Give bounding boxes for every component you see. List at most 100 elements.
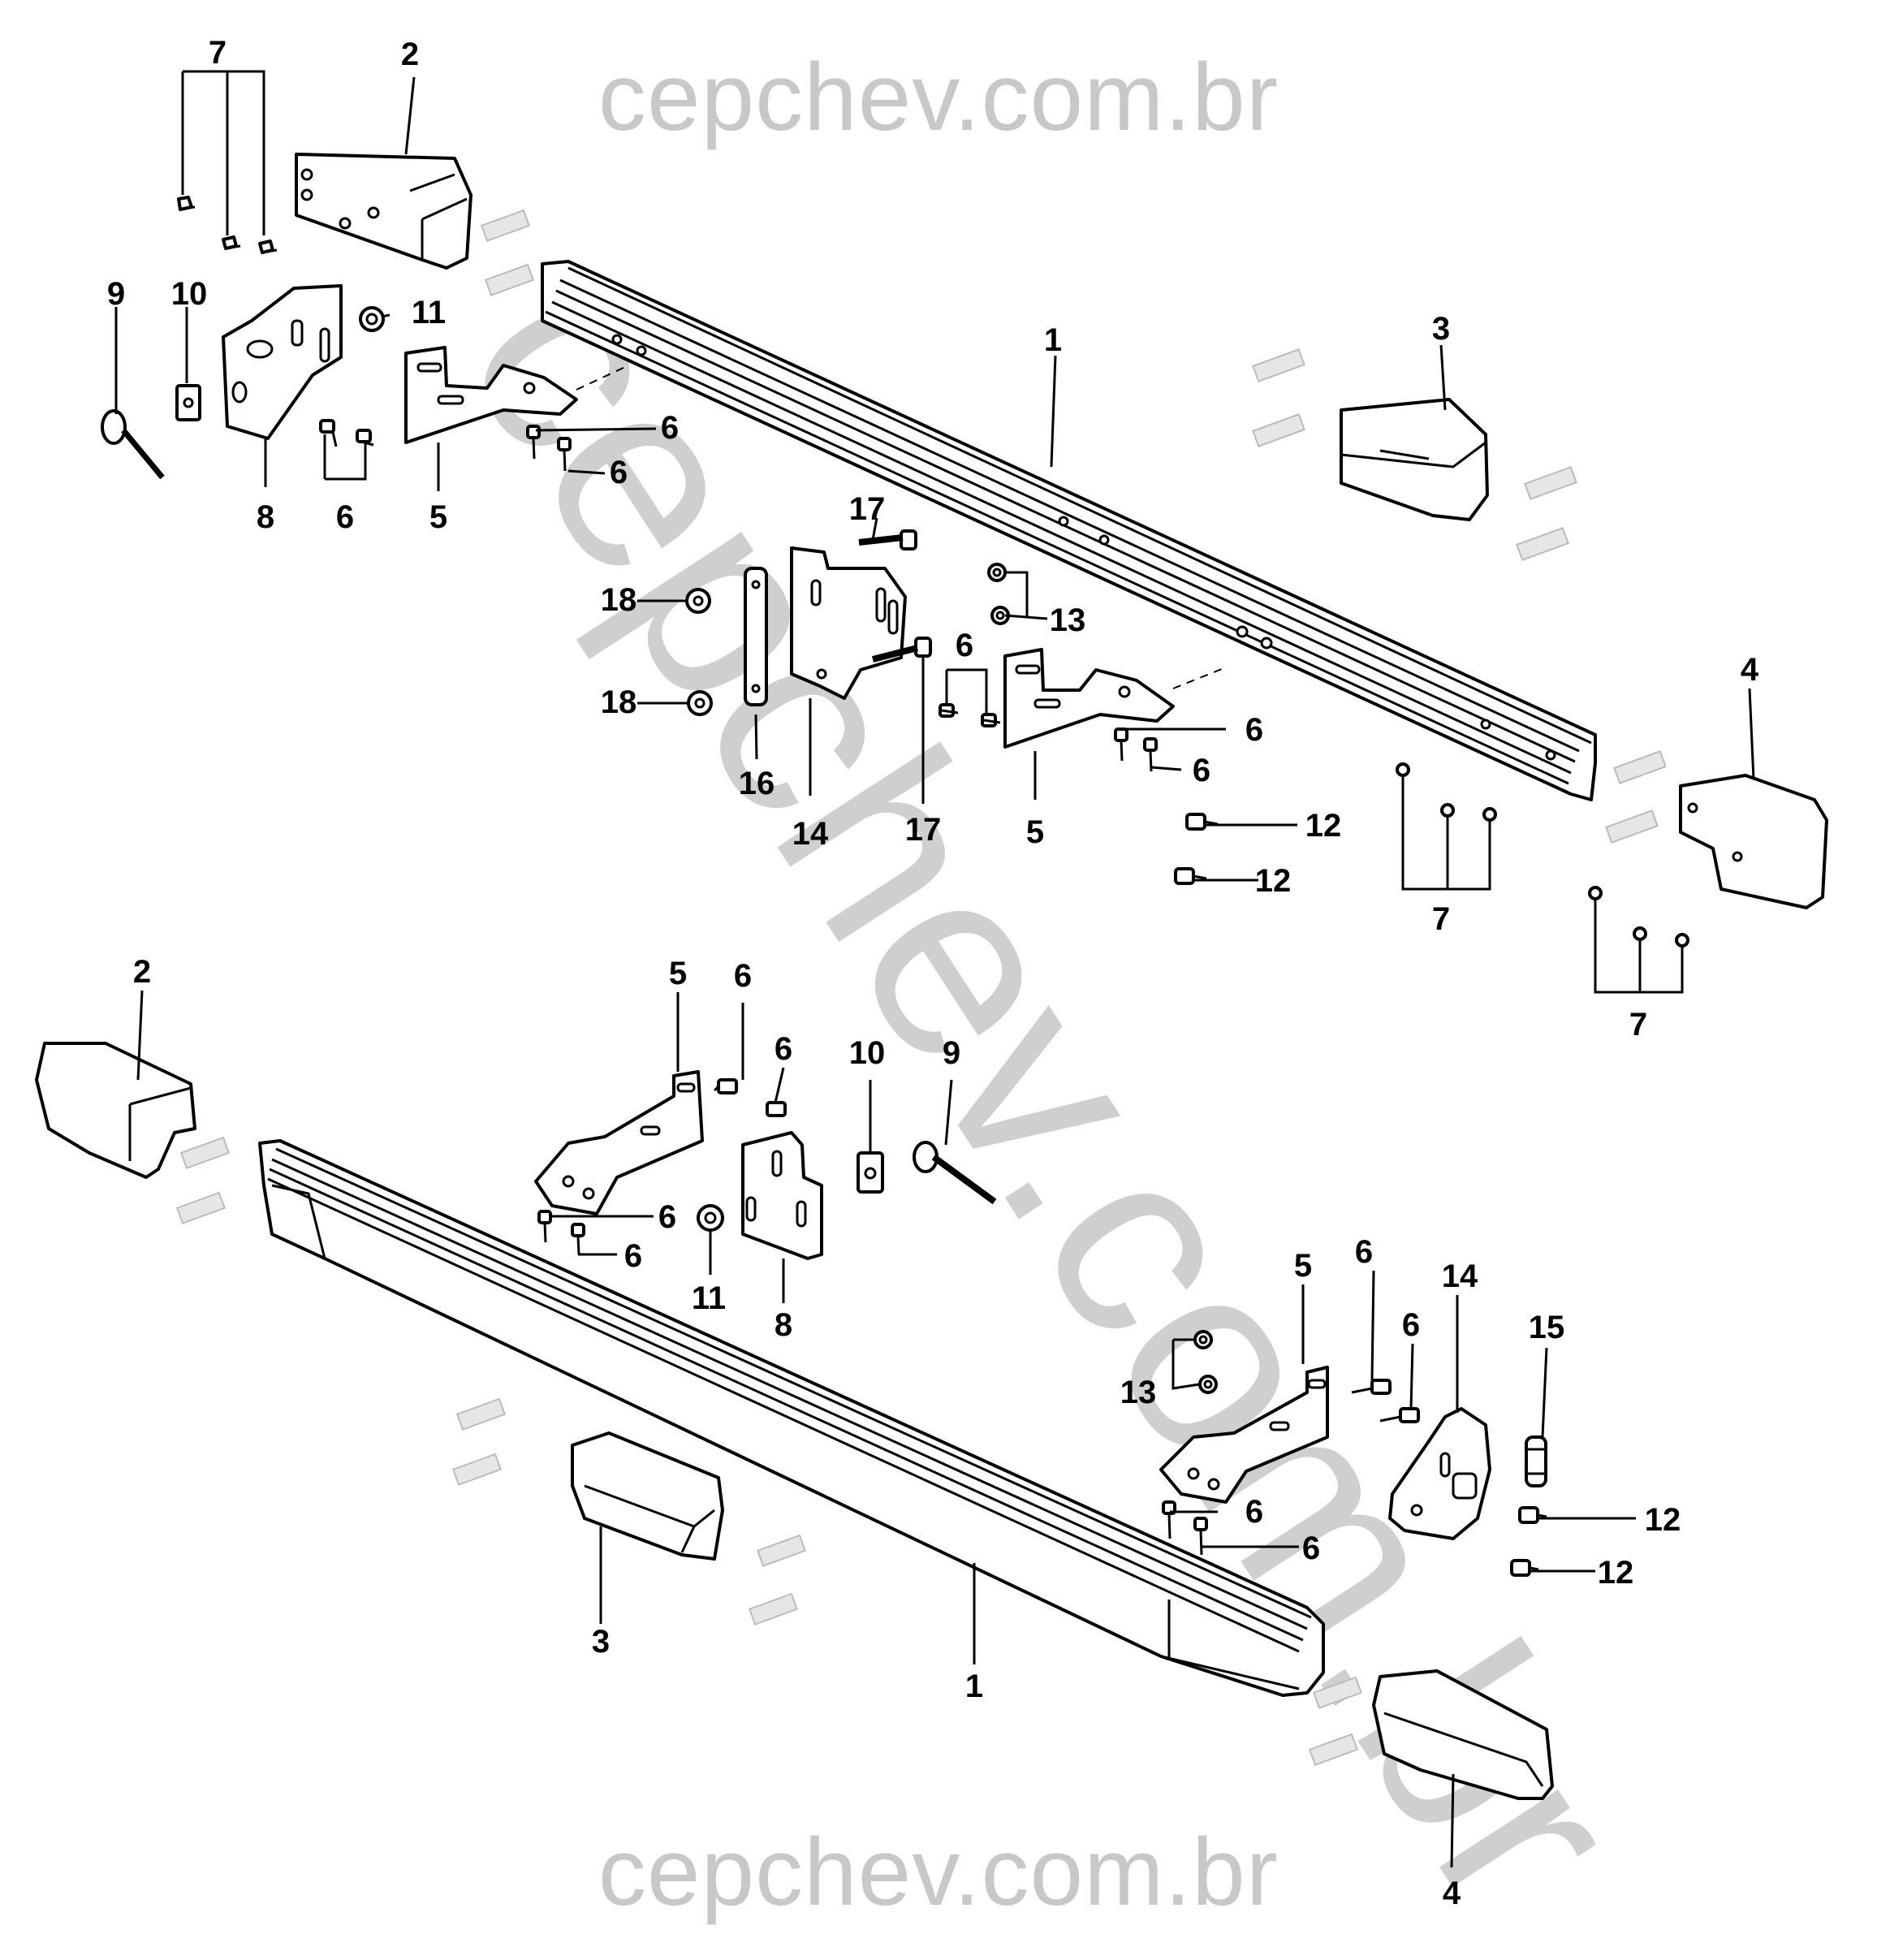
callout-6-bottom-b: 6 [775,1031,792,1067]
fastener-7-screw-e [1440,803,1455,818]
callout-6-top-c: 6 [610,455,628,490]
part-8-plate-bottom [741,1131,823,1260]
fastener-6-bolt-b2 [766,1101,787,1117]
callout-12-bottom-a: 12 [1645,1502,1681,1538]
fastener-6-bolt-b4 [571,1223,585,1255]
fastener-6-bolt-b6 [1379,1407,1420,1423]
callout-5-top-left: 5 [429,499,447,535]
fastener-13-nut-d [1198,1375,1218,1394]
callout-7-top-right: 7 [1629,1007,1647,1043]
callout-8-bottom: 8 [775,1307,792,1343]
fastener-18-nut-a [685,588,711,614]
part-4-end-cap-bottom [1372,1669,1554,1800]
part-3-sleeve-top [1340,398,1489,521]
callout-17-top-b: 17 [905,812,942,848]
callout-5-bottom-right: 5 [1294,1248,1312,1284]
part-2-end-cap-bottom [35,1042,196,1179]
callout-3-bottom: 3 [592,1624,610,1660]
callout-6-bottom-e: 6 [1355,1234,1373,1270]
callout-11-top: 11 [412,295,446,330]
fastener-17-bolt-b [872,637,932,663]
part-1-running-board-bottom [258,1139,1325,1697]
callout-1-top: 1 [1044,322,1062,358]
callout-14-top: 14 [792,816,829,852]
callout-labels: 7 2 9 10 11 8 6 5 6 6 1 3 17 18 18 13 6 … [107,35,1759,1911]
callout-2-bottom: 2 [133,954,151,990]
callout-11-bottom: 11 [692,1280,726,1316]
fastener-10-nut-top [175,384,201,421]
fastener-7-screw-g [1588,886,1603,900]
fastener-7-screw-f [1482,807,1497,822]
callout-7-top-left: 7 [209,35,227,71]
callout-6-top-a: 6 [336,499,354,535]
callout-6-top-d: 6 [956,628,973,663]
fastener-17-bolt-a [858,529,917,550]
callout-4-top: 4 [1741,652,1759,688]
callout-15-bottom: 15 [1529,1310,1565,1345]
callout-10-bottom: 10 [849,1035,886,1071]
callout-1-bottom: 1 [965,1669,983,1704]
fastener-6-bolt-t8 [1143,737,1158,772]
fastener-7-screw-h [1633,926,1647,941]
fastener-9-pin-top [101,409,165,480]
part-14-bracket-bottom [1388,1407,1491,1540]
fastener-12-bolt-a [1185,813,1219,831]
callout-18-top-b: 18 [601,684,637,720]
leader-lines [114,70,1755,1868]
fastener-6-bolt-b7 [1162,1500,1176,1539]
callout-9-top: 9 [107,276,125,312]
part-15-strap-bottom [1525,1435,1547,1487]
callout-14-bottom: 14 [1442,1258,1478,1294]
fastener-6-bolt-b1 [713,1078,738,1094]
fastener-12-bolt-c [1518,1506,1547,1524]
callout-6-bottom-f: 6 [1402,1307,1420,1343]
callout-12-top-a: 12 [1305,808,1342,844]
callout-6-bottom-g: 6 [1245,1494,1263,1530]
fastener-18-nut-b [687,690,713,716]
fastener-7-screw-b [222,235,241,250]
callout-3-top: 3 [1432,311,1450,347]
callout-6-top-f: 6 [1193,753,1210,788]
part-2-end-cap-top [295,153,472,270]
fastener-13-nut-c [1193,1330,1213,1349]
fastener-6-bolt-t7 [1114,727,1128,762]
callout-12-top-b: 12 [1255,863,1292,899]
fastener-10-nut-bottom [857,1151,884,1194]
part-5-bracket-top-right [1003,648,1175,749]
fastener-9-pin-bottom [913,1141,997,1205]
callout-5-top-right: 5 [1026,814,1044,850]
callout-6-top-e: 6 [1245,712,1263,748]
fastener-12-bolt-d [1510,1559,1539,1577]
callout-2-top: 2 [401,37,419,72]
part-1-running-board-top [541,260,1597,801]
part-16-strap-top [744,567,768,706]
hatch-marks-top [480,209,1667,844]
part-3-sleeve-bottom [571,1431,724,1561]
fastener-11-nut-top [359,306,385,332]
part-5-bracket-top-left [404,346,578,444]
fastener-7-screw-c [258,240,278,254]
part-5-bracket-bottom-left [534,1070,704,1215]
part-14-bracket-top [790,546,907,700]
part-5-bracket-bottom-right [1159,1366,1329,1504]
callout-10-top: 10 [171,276,208,312]
callout-7-top-mid: 7 [1432,901,1450,937]
callout-6-bottom-a: 6 [734,958,752,994]
fastener-7-screw-a [177,196,196,211]
callout-8-top: 8 [257,499,274,535]
fastener-6-bolt-t4 [557,437,572,472]
callout-16-top: 16 [739,766,775,801]
hatch-marks-bottom [175,1136,1363,1766]
callout-17-top-a: 17 [849,491,886,527]
callout-18-top-a: 18 [601,582,637,618]
fastener-11-nut-bottom [697,1204,724,1232]
callout-5-bottom-left: 5 [669,956,687,991]
fastener-6-bolt-b5 [1351,1379,1392,1395]
callout-6-bottom-c: 6 [658,1199,676,1235]
part-4-end-cap-top [1679,774,1828,909]
part-8-plate-top [222,284,343,440]
watermark-bottom: cepchev.com.br [598,1819,1279,1926]
fastener-6-bolt-t5 [938,703,959,718]
callout-13-top: 13 [1050,602,1086,638]
